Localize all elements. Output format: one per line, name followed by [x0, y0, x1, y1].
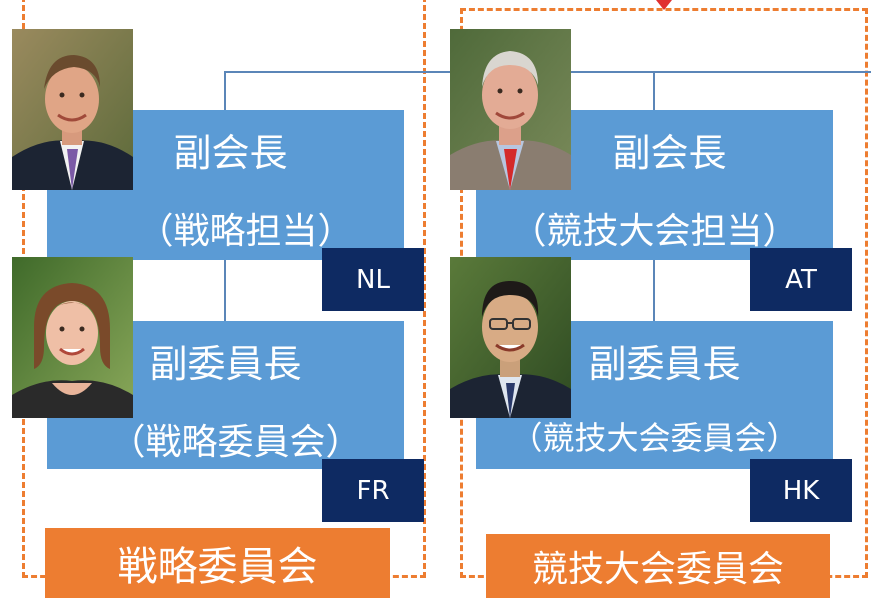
incoming-arrow-icon [656, 0, 672, 10]
country-tag-hk: HK [750, 459, 852, 522]
right-vertical-connector [653, 258, 655, 322]
left-drop-connector [224, 71, 226, 111]
portrait-hk-photo [450, 257, 571, 418]
right-vice-chair-title: 副委員長 [588, 342, 741, 386]
left-vice-chair-subtitle: （戦略委員会） [109, 422, 362, 463]
portrait-nl-photo [12, 29, 133, 190]
portrait-fr-photo [12, 257, 133, 418]
left-vertical-connector [224, 258, 226, 322]
left-vp-title: 副会長 [173, 131, 288, 175]
right-vp-title: 副会長 [612, 131, 727, 175]
right-drop-connector [653, 71, 655, 111]
strategy-committee-label: 戦略委員会 [45, 528, 390, 598]
portrait-at-photo [450, 29, 571, 190]
country-tag-at: AT [750, 248, 852, 311]
country-tag-nl: NL [322, 248, 424, 311]
country-tag-fr: FR [322, 459, 424, 522]
right-vp-subtitle: （競技大会担当） [510, 211, 799, 252]
right-vice-chair-subtitle: （競技大会委員会） [510, 419, 799, 457]
left-vp-subtitle: （戦略担当） [137, 211, 354, 252]
competitions-committee-label: 競技大会委員会 [486, 534, 830, 598]
left-vice-chair-title: 副委員長 [149, 342, 302, 386]
